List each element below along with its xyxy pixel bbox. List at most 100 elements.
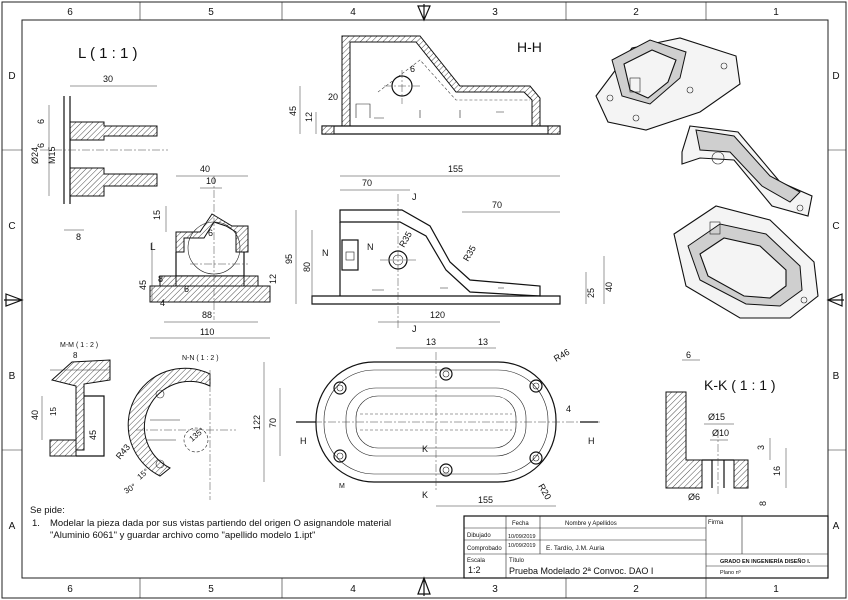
isometric-views <box>595 37 819 319</box>
top-dim-70: 70 <box>268 418 278 428</box>
title-block: Fecha Nombre y Apellidos Firma Dibujado … <box>463 515 829 579</box>
front-dim-120: 120 <box>430 310 445 320</box>
left-view: 40 10 15 6 45 8 6 4 12 88 110 L <box>138 164 278 339</box>
section-hh-dim-20: 20 <box>328 92 338 102</box>
section-mm-dim-15: 15 <box>49 407 58 416</box>
zone-col-2-bottom: 2 <box>633 584 639 595</box>
front-dim-25: 25 <box>586 288 596 298</box>
front-dim-95: 95 <box>284 254 294 264</box>
detail-kk-dim-16: 16 <box>772 466 782 476</box>
detail-l-dim-6a: 6 <box>36 119 46 124</box>
front-dim-70a: 70 <box>362 178 372 188</box>
zone-col-5-bottom: 5 <box>208 584 214 595</box>
top-cut-k-top: K <box>422 444 428 454</box>
left-dim-40: 40 <box>200 164 210 174</box>
zone-row-c-right: C <box>832 221 839 232</box>
top-cut-m: M <box>339 483 345 490</box>
left-dim-6b: 6 <box>184 284 189 294</box>
detail-kk-dim-10: Ø10 <box>712 428 729 438</box>
front-dim-40: 40 <box>604 282 614 292</box>
detail-l-dim-8: 8 <box>76 232 81 242</box>
left-dim-45: 45 <box>138 280 148 290</box>
left-dim-8: 8 <box>158 274 163 284</box>
front-dim-r35a: R35 <box>397 230 414 249</box>
section-mm-dim-45: 45 <box>88 430 98 440</box>
detail-l-title: L ( 1 : 1 ) <box>78 45 137 62</box>
detail-kk-title: K-K ( 1 : 1 ) <box>704 377 776 393</box>
section-nn-title: N-N ( 1 : 2 ) <box>182 355 219 362</box>
tb-titulo-value: Prueba Modelado 2ª Convoc. DAO I <box>509 566 653 576</box>
zone-col-1-bottom: 1 <box>773 584 779 595</box>
detail-kk-dim-6b: Ø6 <box>688 492 700 502</box>
section-hh-dim-6: 6 <box>410 64 415 74</box>
tb-fecha-1: 10/09/2019 <box>508 534 536 540</box>
front-cut-j-top: J <box>412 192 417 202</box>
section-hh-title: H-H <box>517 39 542 55</box>
zone-col-6: 6 <box>67 7 73 18</box>
tb-titulo-label: Título <box>509 558 525 564</box>
zone-col-3-bottom: 3 <box>492 584 498 595</box>
section-hh-view: H-H 20 6 45 12 <box>288 35 561 135</box>
left-dim-88: 88 <box>202 310 212 320</box>
zone-col-2: 2 <box>633 7 639 18</box>
section-nn-dim-30: 30° <box>123 482 138 496</box>
top-dim-13a: 13 <box>426 337 436 347</box>
section-nn-dim-r43: R43 <box>114 442 132 461</box>
front-dim-r35b: R35 <box>461 244 478 263</box>
front-cut-j-bottom: J <box>412 324 417 334</box>
front-cut-n-left: N <box>322 248 329 258</box>
section-mm-dim-8: 8 <box>73 351 78 360</box>
left-dim-110: 110 <box>200 327 214 337</box>
zone-col-1: 1 <box>773 7 779 18</box>
zone-row-a: A <box>9 521 16 532</box>
zone-col-3: 3 <box>492 7 498 18</box>
front-view: 155 70 70 95 80 R35 R35 25 40 120 J J N … <box>284 164 614 334</box>
top-dim-13b: 13 <box>478 337 488 347</box>
section-mm-title: M-M ( 1 : 2 ) <box>60 342 98 349</box>
detail-l-dim-6b: 6 <box>36 143 46 148</box>
top-view: 13 13 R46 122 70 4 155 R20 H H K K M <box>252 337 600 507</box>
zone-row-c: C <box>8 221 15 232</box>
front-cut-n-right: N <box>367 242 374 252</box>
top-cut-h-left: H <box>300 436 307 446</box>
tb-escala-label: Escala <box>467 558 486 564</box>
tb-col-nombre: Nombre y Apellidos <box>565 521 617 527</box>
tb-fecha-2: 10/09/2019 <box>508 543 536 549</box>
left-dim-6a: 6 <box>208 228 213 238</box>
zone-labels: 6 5 4 3 2 1 6 5 4 3 2 1 D C B A D C B A <box>8 7 839 595</box>
left-dim-10: 10 <box>206 176 216 186</box>
detail-kk-dim-15: Ø15 <box>708 412 725 422</box>
left-dim-4: 4 <box>160 298 165 308</box>
tb-nombres: E. Tardío, J.M. Auria <box>546 545 605 552</box>
notes-item-number: 1. <box>32 518 40 529</box>
section-hh-dim-45: 45 <box>288 106 298 116</box>
section-nn-dim-135: 135° <box>188 426 206 444</box>
top-cut-h-right: H <box>588 436 595 446</box>
top-dim-r20: R20 <box>536 482 553 501</box>
tb-col-firma: Firma <box>708 520 724 526</box>
notes-line-1: Modelar la pieza dada por sus vistas par… <box>50 518 392 529</box>
section-mm-view: M-M ( 1 : 2 ) 8 40 15 45 <box>30 342 111 457</box>
left-callout-l: L <box>150 242 156 253</box>
zone-row-a-right: A <box>833 521 840 532</box>
tb-escala-value: 1:2 <box>468 565 481 575</box>
detail-l-dim-m15: M15 <box>47 146 57 164</box>
zone-row-b-right: B <box>833 371 840 382</box>
tb-plano: Plano nº <box>720 569 741 576</box>
top-dim-4: 4 <box>566 404 571 414</box>
zone-col-4-bottom: 4 <box>350 584 356 595</box>
front-dim-80: 80 <box>302 262 312 272</box>
zone-col-5: 5 <box>208 7 214 18</box>
zone-col-4: 4 <box>350 7 356 18</box>
detail-kk-dim-3: 3 <box>756 445 766 450</box>
notes-line-2: "Aluminio 6061" y guardar archivo como "… <box>50 530 316 541</box>
left-dim-12: 12 <box>268 274 278 284</box>
front-dim-155: 155 <box>448 164 463 174</box>
detail-l-dim-30: 30 <box>103 74 113 84</box>
detail-kk-view: K-K ( 1 : 1 ) 6 Ø15 Ø10 3 16 Ø6 8 <box>665 350 787 506</box>
notes-heading: Se pide: <box>30 505 65 516</box>
tb-grado: GRADO EN INGENIERÍA DISEÑO I. <box>720 557 811 565</box>
top-dim-122: 122 <box>252 415 262 430</box>
